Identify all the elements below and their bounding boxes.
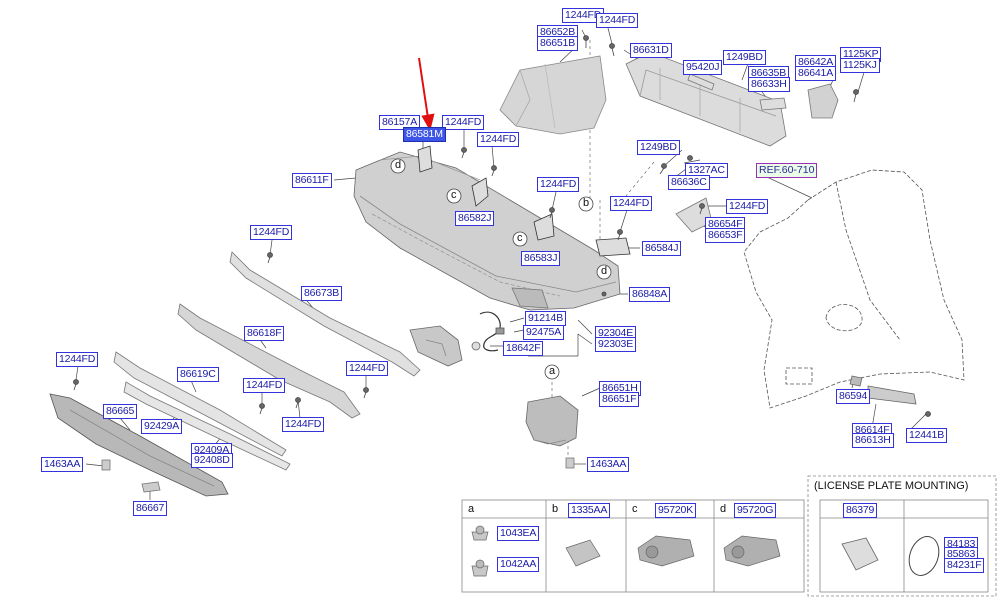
part-label-86613h[interactable]: 86613H [852, 433, 894, 448]
part-label-1244fd[interactable]: 1244FD [537, 177, 580, 192]
side-bracket [525, 395, 579, 447]
part-label-86651b[interactable]: 86651B [537, 36, 579, 51]
part-label-86582j[interactable]: 86582J [455, 211, 495, 226]
legend-header-a: a [468, 503, 475, 515]
legend-part-1043ea[interactable]: 1043EA [497, 526, 540, 541]
license-pad [841, 537, 879, 571]
part-label-92303e[interactable]: 92303E [595, 337, 637, 352]
ref-label[interactable]: REF.60-710 [756, 163, 818, 178]
part-label-1244fd[interactable]: 1244FD [477, 132, 520, 147]
license-ring [908, 536, 940, 576]
part-label-86641a[interactable]: 86641A [795, 66, 837, 81]
legend-table [461, 499, 805, 593]
part-label-92408d[interactable]: 92408D [191, 453, 233, 468]
upper-molding [229, 251, 421, 377]
legend-part-1335aa[interactable]: 1335AA [568, 503, 611, 518]
part-label-86594[interactable]: 86594 [836, 389, 871, 404]
callout-a: a [549, 365, 556, 377]
part-label-1249bd[interactable]: 1249BD [723, 50, 766, 65]
callout-c-lower: c [517, 232, 523, 244]
callout-circles [390, 158, 612, 380]
legend-icons [471, 525, 781, 577]
part-label-1327ac[interactable]: 1327AC [685, 163, 728, 178]
highlight-arrow [418, 57, 435, 132]
callout-b: b [583, 197, 590, 209]
garnish-molding [177, 303, 361, 419]
callout-d-lower: d [601, 265, 608, 277]
part-label-1249bd[interactable]: 1249BD [637, 140, 680, 155]
part-label-86581m-selected[interactable]: 86581M [403, 127, 446, 142]
beam-stay [807, 83, 839, 119]
license-box [807, 475, 997, 597]
part-label-92475a[interactable]: 92475A [523, 325, 565, 340]
part-label-1244fd[interactable]: 1244FD [346, 361, 389, 376]
part-label-1463aa[interactable]: 1463AA [41, 457, 84, 472]
part-label-1244fd[interactable]: 1244FD [56, 352, 99, 367]
lower-trim-lower [123, 381, 291, 471]
part-label-12441b[interactable]: 12441B [906, 428, 948, 443]
screws [73, 35, 931, 417]
part-label-1244fd[interactable]: 1244FD [442, 115, 485, 130]
part-label-92429a[interactable]: 92429A [141, 419, 183, 434]
part-label-86636c[interactable]: 86636C [668, 175, 710, 190]
lower-trim-upper [113, 351, 287, 457]
license-part-84231f[interactable]: 84231F [944, 558, 985, 573]
reflector-lamp [409, 325, 463, 367]
part-label-86611f[interactable]: 86611F [292, 173, 332, 188]
legend-header-b: b [552, 503, 559, 515]
part-label-86631d[interactable]: 86631D [630, 43, 672, 58]
part-label-91214b[interactable]: 91214B [525, 311, 567, 326]
part-label-86651f[interactable]: 86651F [599, 392, 640, 407]
part-label-1244fd[interactable]: 1244FD [243, 378, 286, 393]
part-label-86584j[interactable]: 86584J [642, 241, 682, 256]
part-label-86633h[interactable]: 86633H [748, 77, 790, 92]
part-label-1125kj[interactable]: 1125KJ [840, 58, 880, 73]
callout-c-upper: c [451, 189, 457, 201]
quarter-panel [743, 169, 965, 409]
callout-d-upper: d [395, 159, 402, 171]
part-label-1244fd[interactable]: 1244FD [282, 417, 325, 432]
upper-cover-panel [499, 55, 607, 135]
part-label-86619c[interactable]: 86619C [177, 367, 219, 382]
legend-header-d: d [720, 503, 727, 515]
license-title: (LICENSE PLATE MOUNTING) [814, 480, 969, 492]
part-label-86653f[interactable]: 86653F [705, 228, 746, 243]
wiring-harness [479, 311, 501, 352]
part-label-86157a[interactable]: 86157A [379, 115, 421, 130]
bumper-beam [625, 51, 787, 147]
part-label-86667[interactable]: 86667 [133, 501, 168, 516]
bumper-cover [353, 151, 621, 311]
part-label-86848a[interactable]: 86848A [629, 287, 671, 302]
legend-part-95720g[interactable]: 95720G [734, 503, 777, 518]
part-label-1463aa[interactable]: 1463AA [587, 457, 630, 472]
legend-part-1042aa[interactable]: 1042AA [497, 557, 540, 572]
part-label-1244fd[interactable]: 1244FD [250, 225, 293, 240]
small-bracket [759, 97, 787, 111]
part-label-95420j[interactable]: 95420J [683, 60, 723, 75]
legend-part-95720k[interactable]: 95720K [655, 503, 697, 518]
part-label-1244fd[interactable]: 1244FD [596, 13, 639, 28]
legend-header-c: c [632, 503, 638, 515]
part-label-18642f[interactable]: 18642F [503, 341, 544, 356]
part-label-86618f[interactable]: 86618F [244, 326, 285, 341]
part-label-1244fd[interactable]: 1244FD [610, 196, 653, 211]
part-label-86583j[interactable]: 86583J [521, 251, 561, 266]
part-label-1244fd[interactable]: 1244FD [726, 199, 769, 214]
license-part-86379[interactable]: 86379 [843, 503, 878, 518]
part-label-86673b[interactable]: 86673B [301, 286, 343, 301]
part-label-86665[interactable]: 86665 [103, 404, 138, 419]
